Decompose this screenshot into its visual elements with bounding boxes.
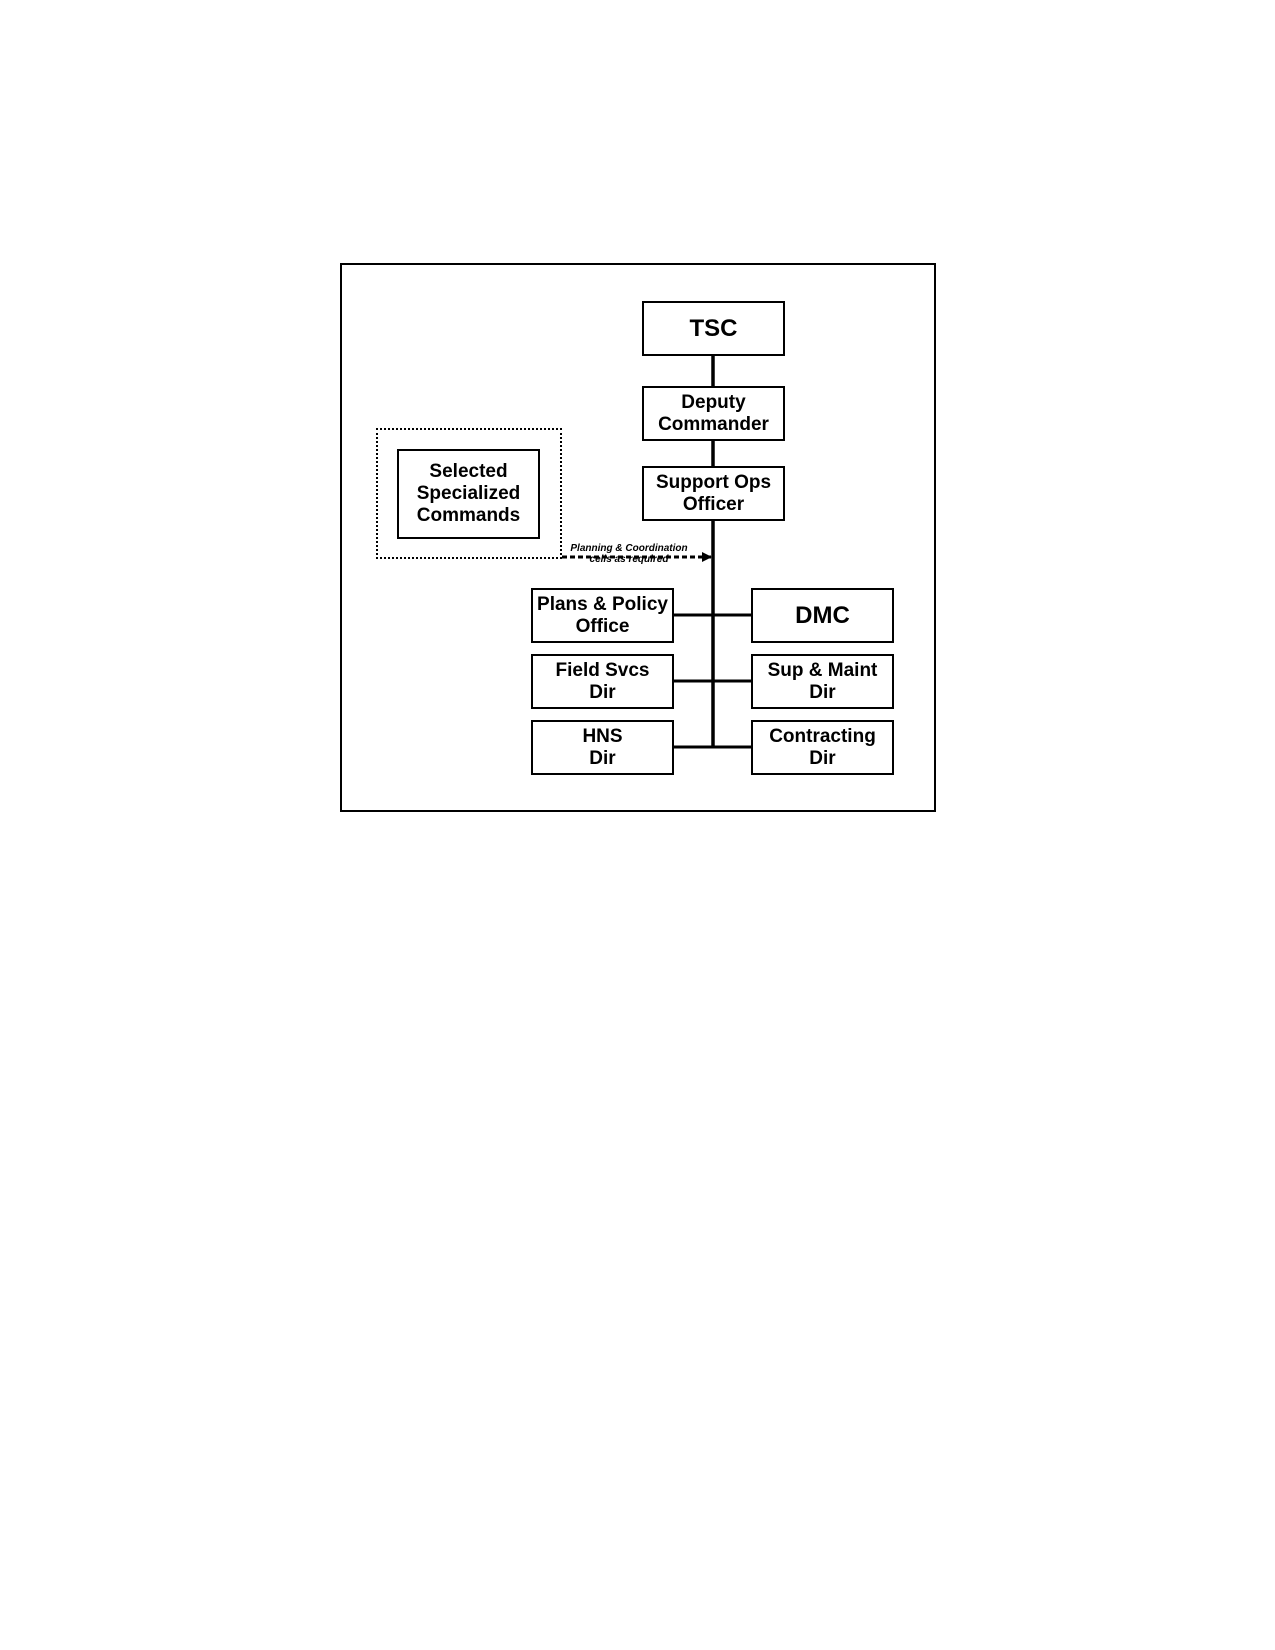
node-hns-dir: HNS Dir: [531, 720, 674, 775]
node-sup-maint-dir: Sup & Maint Dir: [751, 654, 894, 709]
node-selected-specialized-commands: Selected Specialized Commands: [397, 449, 540, 539]
specialized-commands-group: [376, 428, 562, 559]
node-deputy-commander: Deputy Commander: [642, 386, 785, 441]
node-plans-policy-office: Plans & Policy Office: [531, 588, 674, 643]
node-support-ops-officer: Support Ops Officer: [642, 466, 785, 521]
diagram-frame: [340, 263, 936, 812]
node-dmc: DMC: [751, 588, 894, 643]
node-tsc: TSC: [642, 301, 785, 356]
node-contracting-dir: Contracting Dir: [751, 720, 894, 775]
node-field-svcs-dir: Field Svcs Dir: [531, 654, 674, 709]
planning-coordination-annotation: Planning & Coordination cells as require…: [570, 543, 688, 565]
